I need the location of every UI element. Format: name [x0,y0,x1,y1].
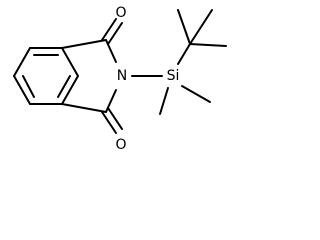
double-bond-inner [57,75,71,98]
bond [107,22,123,45]
bond [159,87,169,115]
bond [189,43,227,47]
tert-butyl-group [177,9,227,65]
bond [181,85,211,103]
bond [101,18,117,41]
benzene-ring [13,47,79,105]
carbonyl-top [101,18,123,45]
silicon-label: Si [167,68,180,84]
methyl-groups [159,85,211,115]
bond [189,9,213,45]
bond [61,75,79,105]
bond [177,43,191,65]
double-bond-inner [22,75,35,98]
bond [61,39,107,49]
bond [107,107,123,130]
imide-ring [61,39,117,113]
nitrogen-label: N [117,68,127,84]
carbonyl-bottom [101,107,123,134]
bond [13,47,31,77]
bond [177,9,191,45]
bond [101,111,117,134]
oxygen-bottom-label: O [115,137,126,153]
bond [61,103,107,113]
molecule-structure: O O N Si [13,5,227,153]
bond [13,75,31,105]
oxygen-top-label: O [115,5,126,21]
bond [61,47,79,77]
